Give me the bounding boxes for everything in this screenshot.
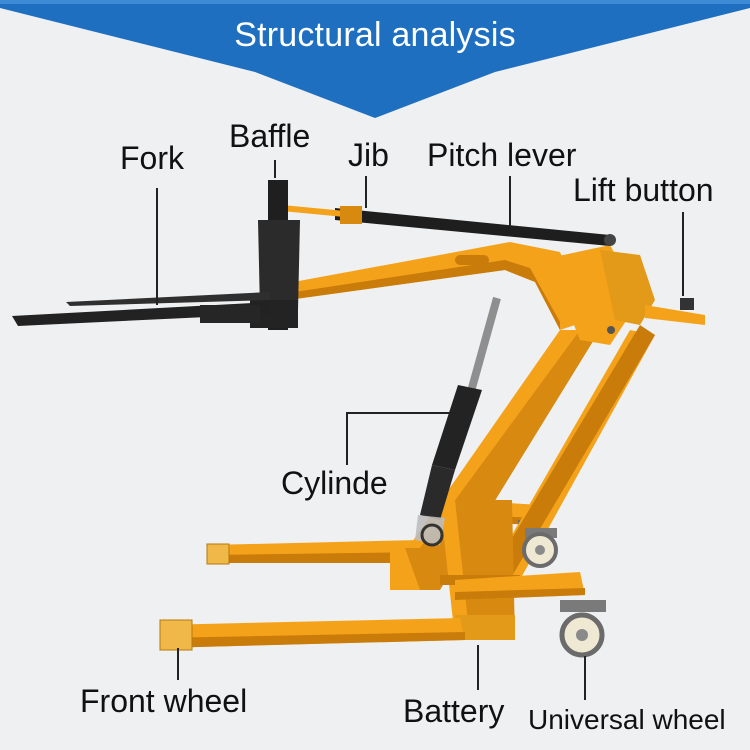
universal-wheel-lower xyxy=(559,600,606,658)
hydraulic-cylinder xyxy=(415,296,501,547)
rear-base-leg xyxy=(206,540,425,565)
label-lift-button: Lift button xyxy=(573,172,714,208)
handle-bar xyxy=(645,298,705,325)
boom-arm xyxy=(288,242,655,345)
label-baffle: Baffle xyxy=(229,118,311,154)
baffle-plate xyxy=(250,180,300,330)
fork-tines xyxy=(12,292,270,326)
battery-box xyxy=(440,500,520,640)
label-battery: Battery xyxy=(403,693,505,729)
title-banner-highlight xyxy=(0,0,750,4)
banner-title: Structural analysis xyxy=(234,16,516,54)
cylinder-leader xyxy=(346,412,463,465)
label-cylinder: Cylinde xyxy=(281,465,388,501)
label-pitch-lever: Pitch lever xyxy=(427,137,577,173)
title-banner xyxy=(0,0,750,118)
label-fork: Fork xyxy=(120,140,184,176)
label-universal-wheel: Universal wheel xyxy=(528,704,726,735)
label-front-wheel: Front wheel xyxy=(80,683,248,719)
pitch-lever-rod xyxy=(281,205,616,246)
universal-wheel-upper xyxy=(522,528,558,568)
label-jib: Jib xyxy=(348,137,389,173)
front-base-leg xyxy=(159,572,585,651)
